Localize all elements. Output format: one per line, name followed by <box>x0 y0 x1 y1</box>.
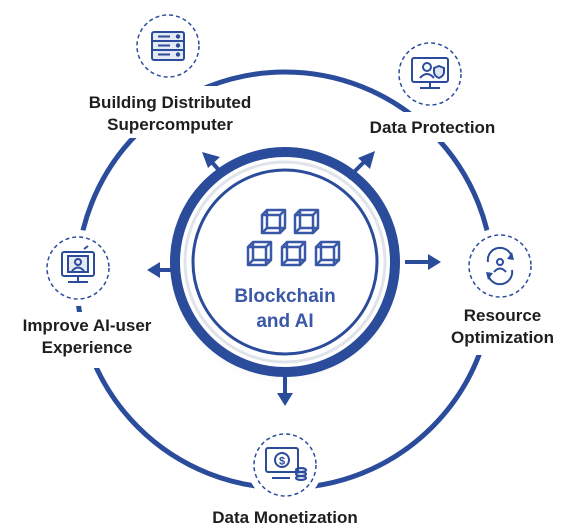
label-ai-user-line2: Experience <box>41 338 133 357</box>
center-title-line2: and AI <box>256 311 314 332</box>
arrow-up-right <box>346 151 375 180</box>
arrow-down <box>277 375 293 406</box>
label-resource-line1: Resource <box>463 306 542 325</box>
label-resource: Resource Optimization <box>440 305 565 349</box>
label-supercomputer-line2: Supercomputer <box>107 115 233 134</box>
svg-text:$: $ <box>279 456 285 468</box>
monitor-user-icon <box>61 245 95 283</box>
server-rack-icon <box>151 31 185 61</box>
arrow-right <box>405 254 441 270</box>
hub-arrows <box>147 151 441 406</box>
label-ai-user: Improve AI-user Experience <box>2 315 172 359</box>
label-resource-line2: Optimization <box>451 328 554 347</box>
label-supercomputer: Building Distributed Supercomputer <box>70 92 270 136</box>
monitor-dollar-coins-icon: $ <box>265 447 307 481</box>
label-monetization-line1: Data Monetization <box>212 508 358 527</box>
cycle-users-icon <box>486 246 514 286</box>
arrow-up-left <box>202 152 226 178</box>
label-protection: Data Protection <box>355 117 510 139</box>
label-monetization: Data Monetization <box>190 507 380 529</box>
center-title-line1: Blockchain <box>234 286 336 307</box>
arrow-left <box>147 262 176 278</box>
label-supercomputer-line1: Building Distributed <box>88 93 252 112</box>
center-title: Blockchain and AI <box>205 284 365 334</box>
monitor-user-shield-icon <box>411 57 449 89</box>
label-protection-line1: Data Protection <box>369 118 496 137</box>
label-ai-user-line1: Improve AI-user <box>22 316 152 335</box>
blockchain-cubes-icon <box>246 208 341 267</box>
